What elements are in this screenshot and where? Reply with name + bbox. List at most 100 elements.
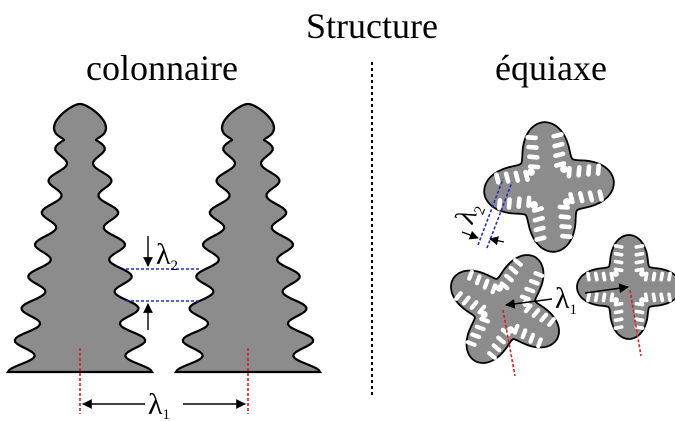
interdendritic-channel bbox=[496, 198, 503, 211]
interdendritic-channel bbox=[634, 244, 645, 249]
interdendritic-channel bbox=[577, 191, 585, 204]
interdendritic-channel bbox=[491, 343, 502, 353]
interdendritic-pocket bbox=[530, 201, 538, 209]
interdendritic-channel bbox=[465, 340, 477, 347]
interdendritic-channel bbox=[559, 224, 572, 230]
interdendritic-channel bbox=[469, 300, 479, 310]
diagram-title: Structure bbox=[306, 6, 438, 46]
interdendritic-channel bbox=[539, 312, 549, 323]
interdendritic-pocket bbox=[612, 270, 619, 277]
interdendritic-channel bbox=[474, 324, 486, 332]
interdendritic-pocket bbox=[507, 326, 515, 334]
interdendritic-channel bbox=[651, 271, 657, 282]
interdendritic-channel bbox=[479, 316, 491, 324]
interdendritic-channel bbox=[499, 281, 510, 291]
interdendritic-channel bbox=[526, 144, 539, 150]
equiaxed-grain-top bbox=[483, 121, 615, 253]
interdendritic-channel bbox=[482, 278, 490, 290]
interdendritic-channel bbox=[566, 165, 572, 179]
interdendritic-channel bbox=[526, 195, 532, 209]
lambda2-equiaxed-arrow-right bbox=[489, 236, 505, 246]
interdendritic-channel bbox=[643, 292, 649, 303]
dendrite-columnar-right bbox=[173, 102, 323, 414]
interdendritic-channel bbox=[467, 269, 474, 281]
interdendritic-channel bbox=[513, 170, 521, 183]
lambda2-equiaxed-arrow-left bbox=[461, 230, 479, 240]
interdendritic-channel bbox=[634, 309, 645, 315]
heading-equiaxed: équiaxe bbox=[495, 48, 607, 88]
interdendritic-channel bbox=[593, 271, 599, 282]
interdendritic-channel bbox=[613, 301, 624, 307]
lambda1-label-equiaxed: λ1 bbox=[555, 282, 577, 318]
interdendritic-channel bbox=[558, 214, 571, 220]
interdendritic-channel bbox=[587, 190, 595, 203]
equiaxed-secondary-line-1 bbox=[477, 178, 504, 246]
interdendritic-channel bbox=[586, 292, 591, 303]
interdendritic-channel bbox=[461, 295, 471, 306]
interdendritic-channel bbox=[508, 265, 519, 275]
interdendritic-channel bbox=[487, 351, 497, 360]
interdendritic-pocket bbox=[612, 297, 619, 304]
interdendritic-channel bbox=[527, 164, 541, 170]
interdendritic-channel bbox=[634, 317, 645, 323]
interdendritic-channel bbox=[613, 325, 624, 330]
interdendritic-channel bbox=[552, 141, 565, 149]
interdendritic-pocket bbox=[639, 297, 646, 304]
interdendritic-channel bbox=[534, 235, 547, 242]
interdendritic-channel bbox=[531, 206, 545, 213]
interdendritic-channel bbox=[494, 172, 501, 185]
interdendritic-channel bbox=[586, 164, 592, 177]
interdendritic-channel bbox=[613, 251, 624, 257]
interdendritic-channel bbox=[525, 135, 538, 141]
heading-columnar: colonnaire bbox=[86, 48, 238, 88]
interdendritic-channel bbox=[593, 292, 599, 303]
interdendritic-channel bbox=[474, 274, 482, 286]
interdendritic-channel bbox=[643, 271, 649, 282]
equiaxed-grain-bottom-left bbox=[450, 254, 560, 364]
growth-axis-equiaxed-left bbox=[502, 309, 516, 377]
interdendritic-channel bbox=[560, 233, 573, 239]
interdendritic-channel bbox=[613, 309, 624, 315]
interdendritic-channel bbox=[557, 204, 571, 210]
interdendritic-channel bbox=[576, 165, 582, 178]
interdendritic-channel bbox=[532, 215, 545, 223]
equiaxed-grain-bottom-left-outline bbox=[450, 254, 560, 364]
interdendritic-channel bbox=[519, 294, 531, 302]
interdendritic-pocket bbox=[495, 284, 503, 292]
interdendritic-channel bbox=[609, 271, 615, 282]
interdendritic-channel bbox=[659, 292, 665, 303]
interdendritic-channel bbox=[527, 154, 540, 160]
interdendritic-channel bbox=[516, 196, 522, 209]
interdendritic-channel bbox=[659, 271, 665, 282]
interdendritic-channel bbox=[528, 332, 536, 344]
interdendritic-channel bbox=[503, 171, 511, 184]
interdendritic-channel bbox=[547, 317, 556, 327]
interdendritic-pocket bbox=[480, 311, 488, 319]
interdendritic-channel bbox=[523, 169, 530, 182]
interdendritic-channel bbox=[528, 278, 540, 286]
interdendritic-channel bbox=[524, 286, 536, 294]
interdendritic-channel bbox=[523, 303, 533, 314]
interdendritic-channel bbox=[667, 271, 672, 282]
interdendritic-channel bbox=[634, 325, 645, 330]
interdendritic-channel bbox=[506, 197, 512, 210]
dendrite-columnar-left bbox=[5, 102, 155, 414]
lambda1-equiaxed-arrow-left bbox=[505, 298, 553, 309]
interdendritic-pocket bbox=[639, 270, 646, 277]
interdendritic-channel bbox=[634, 301, 645, 307]
interdendritic-channel bbox=[597, 189, 604, 202]
interdendritic-channel bbox=[667, 292, 672, 303]
interdendritic-channel bbox=[513, 258, 523, 267]
interdendritic-channel bbox=[490, 283, 498, 295]
interdendritic-pocket bbox=[527, 168, 535, 176]
interdendritic-channel bbox=[595, 163, 602, 176]
interdendritic-channel bbox=[477, 304, 487, 315]
interdendritic-channel bbox=[613, 259, 624, 265]
equiaxed-grain-top-outline bbox=[483, 121, 615, 253]
growth-axis-equiaxed-right bbox=[629, 289, 642, 357]
interdendritic-channel bbox=[601, 271, 607, 282]
interdendritic-pocket bbox=[563, 198, 571, 206]
interdendritic-channel bbox=[586, 271, 591, 282]
interdendritic-channel bbox=[634, 267, 645, 273]
